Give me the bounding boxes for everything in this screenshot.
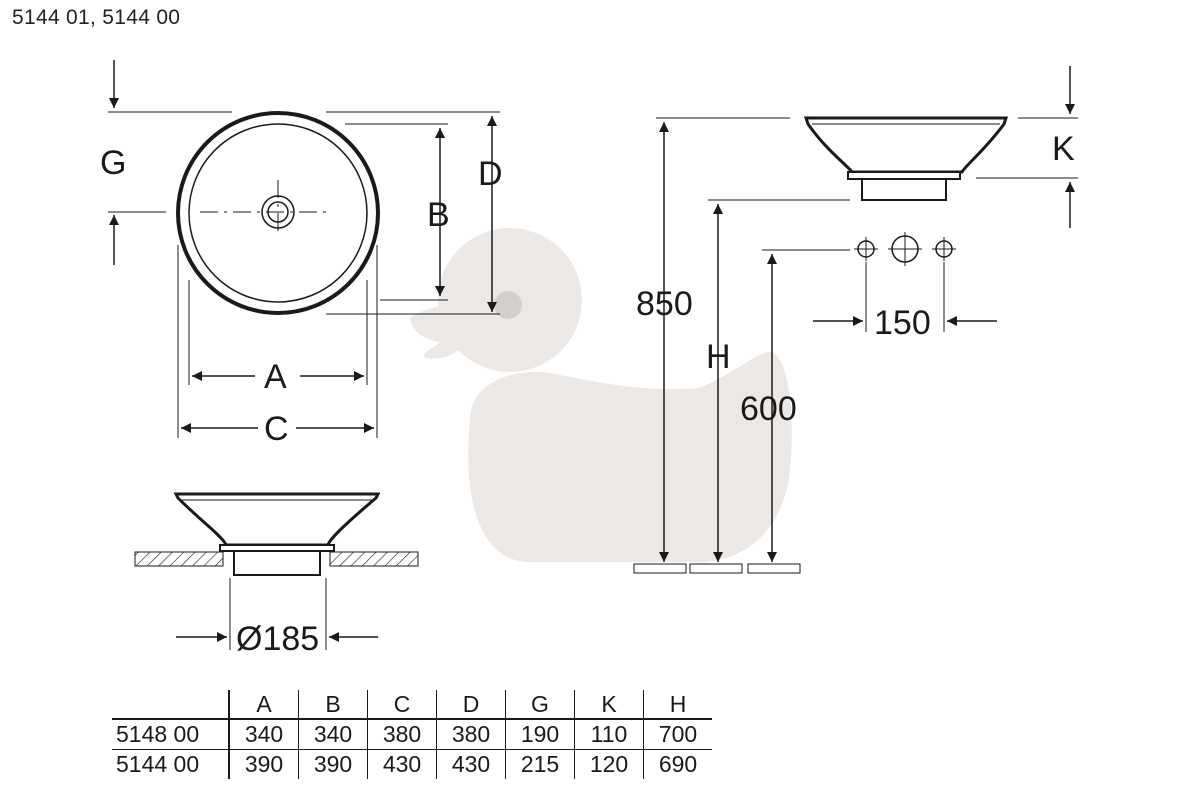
label-600: 600 xyxy=(740,390,797,428)
label-g: G xyxy=(100,144,126,182)
label-diameter: Ø185 xyxy=(236,620,319,658)
label-k: K xyxy=(1052,130,1075,168)
table-cell: 700 xyxy=(643,719,712,750)
table-header-cell: A xyxy=(228,690,299,720)
table-cell: 190 xyxy=(505,719,575,750)
side-view-installation: K 850 H 600 xyxy=(633,66,1078,574)
table-cell: 215 xyxy=(505,749,575,779)
side-view-counter: Ø185 xyxy=(134,492,419,658)
basin-bowl-elevated xyxy=(803,116,1009,174)
label-150: 150 xyxy=(874,304,931,342)
table-header-cell xyxy=(112,690,229,720)
table-cell: 430 xyxy=(436,749,506,779)
label-c: C xyxy=(264,410,289,448)
table-header-cell: C xyxy=(367,690,437,720)
basin-bowl-profile xyxy=(173,492,381,547)
label-850: 850 xyxy=(636,285,693,323)
table-cell: 110 xyxy=(574,719,644,750)
tap-hole-icons xyxy=(854,232,956,266)
table-header-cell: G xyxy=(505,690,575,720)
model-numbers: 5144 01, 5144 00 xyxy=(12,6,181,29)
table-header-cell: K xyxy=(574,690,644,720)
rubber-duck-watermark-icon xyxy=(410,228,792,562)
table-cell: 390 xyxy=(298,749,368,779)
table-cell: 690 xyxy=(643,749,712,779)
table-row: 5144 00 390 390 430 430 215 120 690 xyxy=(112,749,712,779)
table-cell: 340 xyxy=(298,719,368,750)
top-view: G D B A C xyxy=(100,60,503,448)
basin-inner-rim xyxy=(188,123,368,303)
table-header-cell: B xyxy=(298,690,368,720)
table-cell: 380 xyxy=(367,719,437,750)
label-a: A xyxy=(264,358,287,396)
table-cell: 390 xyxy=(228,749,299,779)
label-b: B xyxy=(427,196,450,234)
table-header-cell: D xyxy=(436,690,506,720)
table-cell-model: 5148 00 xyxy=(112,719,229,750)
table-header-row: A B C D G K H xyxy=(112,690,712,720)
basin-outer-rim xyxy=(176,111,380,315)
table-cell: 120 xyxy=(574,749,644,779)
table-cell: 380 xyxy=(436,719,506,750)
table-cell: 430 xyxy=(367,749,437,779)
table-cell-model: 5144 00 xyxy=(116,751,200,777)
table-cell: 340 xyxy=(228,719,299,750)
counter-right xyxy=(329,551,419,567)
table-row: 5148 00 340 340 380 380 190 110 700 xyxy=(112,719,712,750)
counter-left xyxy=(134,551,224,567)
label-h: H xyxy=(706,338,731,376)
table-header-cell: H xyxy=(643,690,712,720)
dimensions-table: A B C D G K H 5148 00 340 340 380 380 19… xyxy=(112,690,712,779)
basin-outlet xyxy=(233,550,321,576)
label-d: D xyxy=(478,155,503,193)
